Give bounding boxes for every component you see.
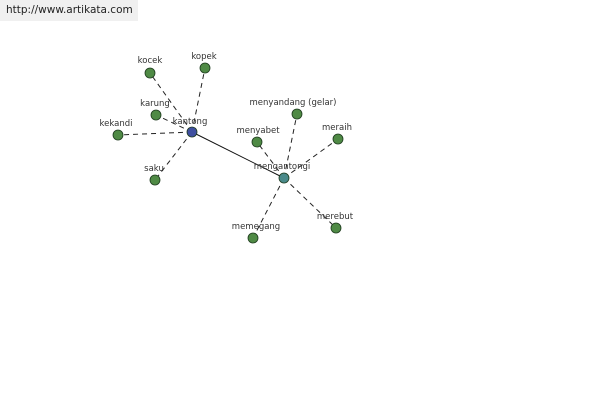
site-url-label: http://www.artikata.com <box>0 0 138 21</box>
label-saku: saku <box>144 164 164 174</box>
node-kopek[interactable] <box>199 62 211 74</box>
label-kocek: kocek <box>138 56 163 66</box>
edge-mengantongi-meraih <box>283 138 339 179</box>
labels-layer: kocek kopek karung kekandi saku kantong … <box>100 52 354 232</box>
node-meraih[interactable] <box>332 133 344 145</box>
label-mengantongi: mengantongi <box>254 162 311 172</box>
node-saku[interactable] <box>149 174 161 186</box>
label-karung: karung <box>140 99 170 109</box>
label-kekandi: kekandi <box>100 119 133 129</box>
node-kekandi[interactable] <box>112 129 124 141</box>
edge-kantong-kocek <box>149 72 193 133</box>
edge-mengantongi-merebut <box>283 177 337 229</box>
edge-mengantongi-menyabet <box>256 141 285 179</box>
label-merebut: merebut <box>317 212 354 222</box>
edge-mengantongi-memegang <box>252 177 285 239</box>
edge-kantong-kekandi <box>117 131 193 136</box>
node-merebut[interactable] <box>330 222 342 234</box>
label-kopek: kopek <box>191 52 216 62</box>
label-menyabet: menyabet <box>236 126 280 136</box>
label-memegang: memegang <box>232 222 280 232</box>
node-kocek[interactable] <box>144 67 156 79</box>
edge-kantong-kopek <box>191 67 206 133</box>
hub-link-edge <box>191 131 285 179</box>
edge-kantong-saku <box>154 131 193 181</box>
label-meraih: meraih <box>322 123 352 133</box>
node-kantong[interactable] <box>186 126 198 138</box>
node-memegang[interactable] <box>247 232 259 244</box>
edges-layer <box>117 67 339 239</box>
label-kantong: kantong <box>173 117 208 127</box>
node-menyabet[interactable] <box>251 136 263 148</box>
node-menyandang[interactable] <box>291 108 303 120</box>
edge-kantong-karung <box>155 114 193 133</box>
node-karung[interactable] <box>150 109 162 121</box>
label-menyandang: menyandang (gelar) <box>250 98 337 108</box>
edge-mengantongi-menyandang <box>283 113 298 179</box>
nodes-layer <box>112 62 344 244</box>
node-mengantongi[interactable] <box>278 172 290 184</box>
